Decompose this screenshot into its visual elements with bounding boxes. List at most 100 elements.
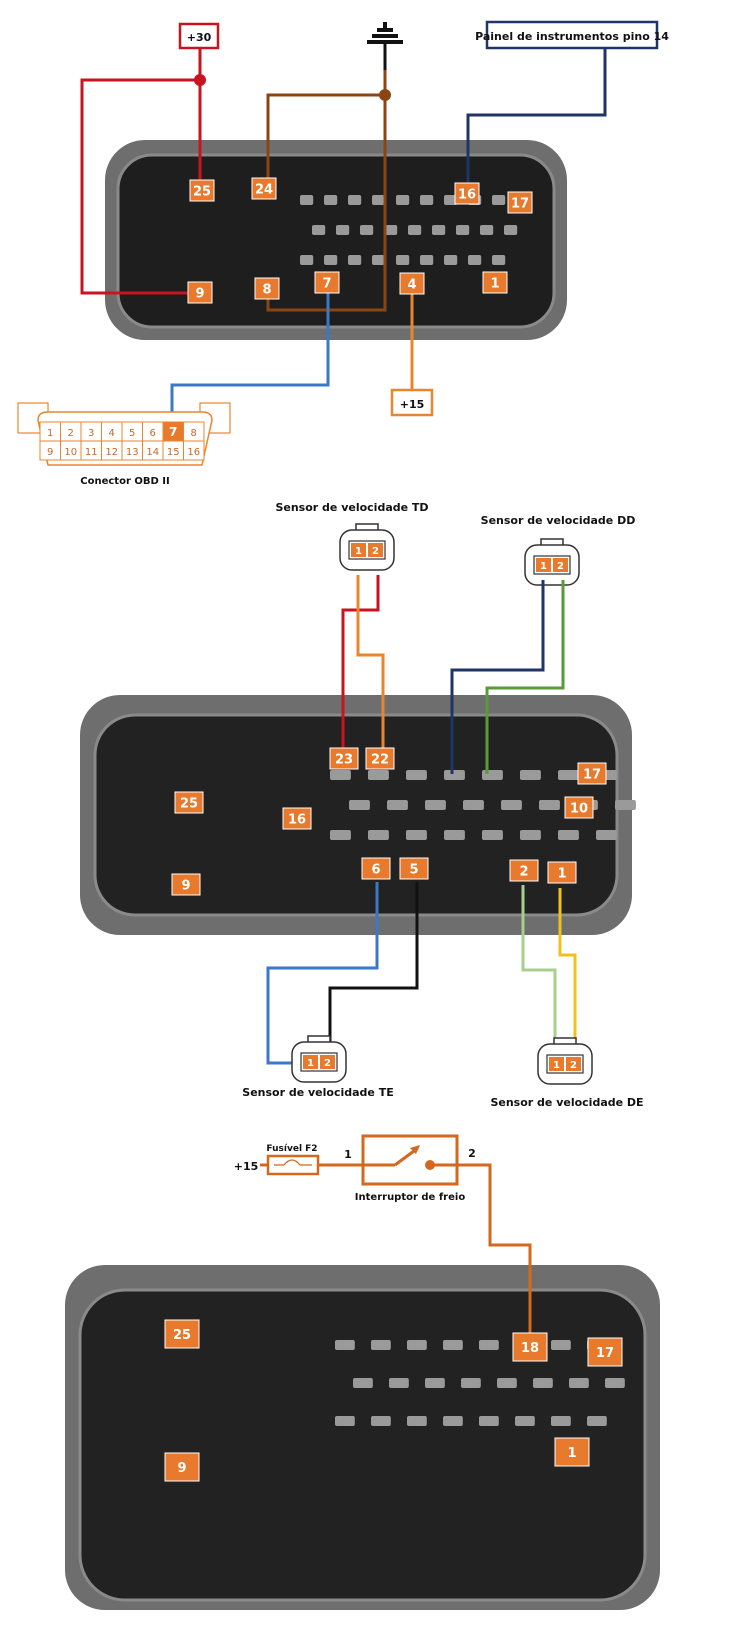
- switch-label: Interruptor de freio: [355, 1192, 466, 1203]
- pin-slot: [432, 225, 446, 235]
- pin-slot: [492, 195, 506, 205]
- pin-slot: [497, 1378, 517, 1388]
- wire-de2-yellow: [558, 888, 577, 1052]
- pin-number: 1: [490, 277, 499, 292]
- pin-slot: [587, 1416, 607, 1426]
- obd-pin-number: 12: [105, 447, 118, 458]
- pin-slot: [360, 225, 374, 235]
- sensor-pin: [566, 1057, 581, 1071]
- pin-slot: [456, 225, 470, 235]
- pin-slot: [335, 1340, 355, 1350]
- pin-slot: [312, 225, 326, 235]
- pin-slot: [396, 255, 410, 265]
- pin-slot: [396, 195, 410, 205]
- wire-dd2-green: [485, 580, 565, 774]
- pin-label: 5: [399, 857, 429, 880]
- pin-slot: [324, 195, 338, 205]
- pin-slot: [368, 770, 389, 780]
- pin-slot: [407, 1340, 427, 1350]
- pin-slot: [349, 800, 370, 810]
- pin-slot: [444, 255, 458, 265]
- pin-slot: [515, 1416, 535, 1426]
- sensor-pin: [553, 558, 568, 572]
- pin-slot: [520, 770, 541, 780]
- pin-number: 1: [557, 867, 566, 882]
- pin-slot: [468, 255, 482, 265]
- obd-pin-number: 7: [169, 425, 177, 439]
- pin-label: 16: [454, 182, 480, 205]
- pin-number: 24: [255, 183, 273, 198]
- pin-label: 10: [564, 796, 594, 819]
- pin-slot: [408, 225, 422, 235]
- wire-te1-blue: [266, 882, 379, 1065]
- pin-label: 9: [171, 873, 201, 896]
- pin-slot: [479, 1340, 499, 1350]
- pin-number: 7: [322, 277, 331, 292]
- pin-labels-3: 25 18 17 9 1: [164, 1319, 623, 1482]
- pin-number: 23: [335, 753, 353, 768]
- plus15-label: +15: [400, 398, 425, 411]
- pin-slot: [482, 770, 503, 780]
- wire-panel-navy: [466, 48, 607, 184]
- plus30-box: [178, 22, 220, 50]
- pin-number: 17: [583, 768, 601, 783]
- obd-pin-number: 6: [150, 428, 156, 439]
- wire-dd1-navy: [450, 580, 545, 774]
- sensor-pin-number: 1: [307, 1058, 314, 1069]
- pin-slot: [372, 195, 386, 205]
- obd-pin-number: 2: [68, 428, 74, 439]
- pin-number: 25: [173, 1328, 191, 1343]
- pin-number: 16: [288, 813, 306, 828]
- pin-number: 25: [180, 797, 198, 812]
- pin-slot: [533, 1378, 553, 1388]
- pin-label: 4: [399, 272, 425, 295]
- pin-slot: [372, 255, 386, 265]
- obd-pin-number: 3: [88, 428, 94, 439]
- pin-slot: [596, 830, 617, 840]
- plus15-label-2: +15: [234, 1160, 259, 1173]
- brake-switch-icon: [361, 1134, 459, 1186]
- pin-slot: [480, 225, 494, 235]
- pin-slot: [444, 195, 458, 205]
- pin-label: 2: [509, 859, 539, 882]
- pin-slot: [348, 195, 362, 205]
- pin-label: 17: [507, 191, 533, 214]
- obd-pin-number: 10: [64, 447, 77, 458]
- pin-number: 4: [407, 278, 416, 293]
- pin-slot: [336, 225, 350, 235]
- wire-te2-black: [328, 882, 419, 1052]
- pin-slot: [501, 800, 522, 810]
- pin-number: 6: [371, 863, 380, 878]
- pin-slot: [425, 800, 446, 810]
- sensor-pin: [320, 1055, 335, 1069]
- sensor-pin-number: 2: [324, 1058, 331, 1069]
- obd-pin-number: 14: [146, 447, 159, 458]
- pin-label: 1: [482, 271, 508, 294]
- sensor-de-label: Sensor de velocidade DE: [490, 1096, 643, 1109]
- pin-slot: [444, 770, 465, 780]
- pin-slot: [551, 1340, 571, 1350]
- ecu-connector-2: [80, 695, 636, 935]
- pin-slot: [425, 1378, 445, 1388]
- pin-slot: [558, 770, 579, 780]
- pin-slot: [335, 1416, 355, 1426]
- pin-slot: [463, 800, 484, 810]
- sensor-pin-number: 2: [570, 1060, 577, 1071]
- fuse-label: Fusível F2: [266, 1144, 317, 1154]
- pin-labels-2: 23 22 17 25 16 10 9 6 5 2 1: [171, 747, 607, 896]
- pin-number: 17: [596, 1346, 614, 1361]
- sensor-te-label: Sensor de velocidade TE: [242, 1086, 393, 1099]
- plus15-box: [390, 388, 434, 417]
- pin-slot: [520, 830, 541, 840]
- pin-slot: [387, 800, 408, 810]
- pin-number: 25: [193, 185, 211, 200]
- sensor-pin: [368, 543, 383, 557]
- obd-pin-number: 1: [47, 428, 53, 439]
- pin-slot: [371, 1416, 391, 1426]
- pin-label: 9: [164, 1452, 200, 1482]
- pin-slot: [558, 830, 579, 840]
- pin-slot: [368, 830, 389, 840]
